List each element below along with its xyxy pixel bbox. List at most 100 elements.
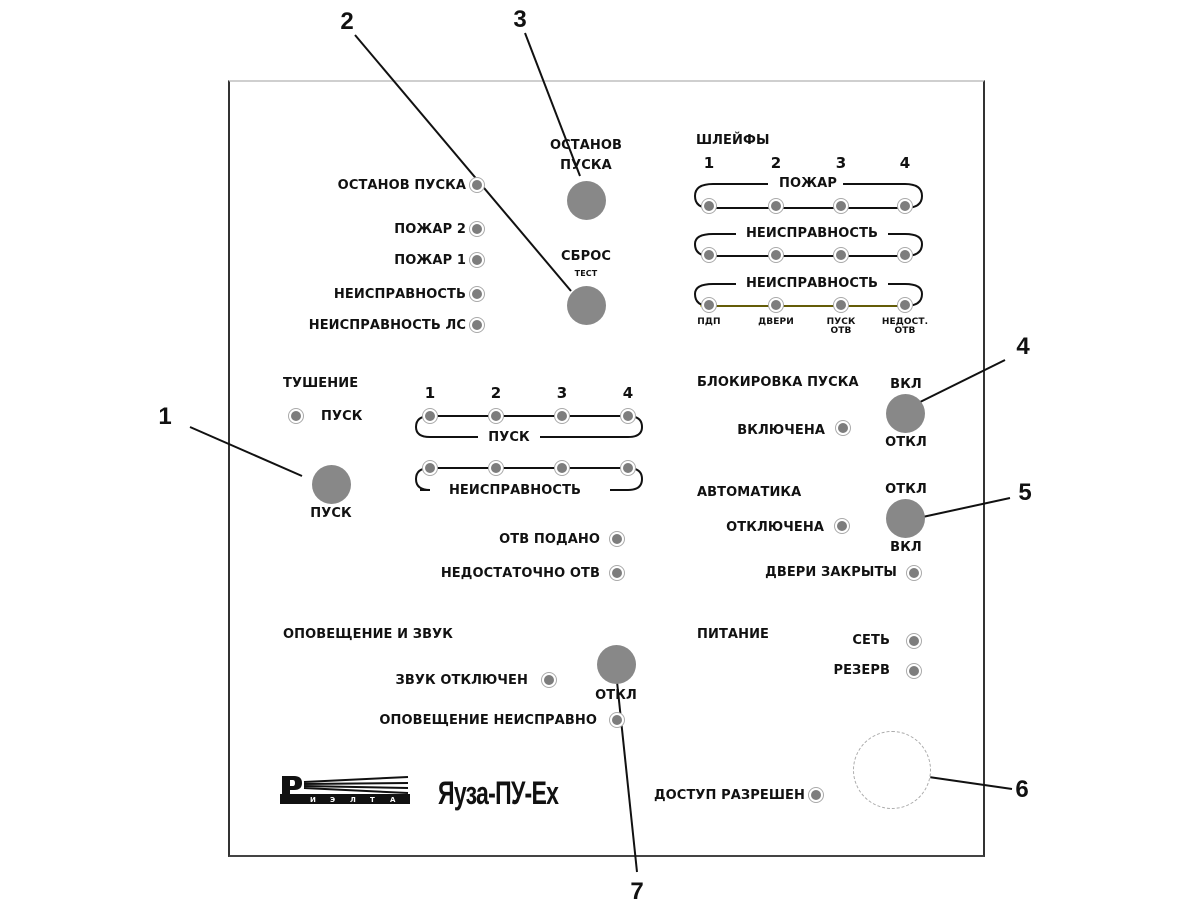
reset-test-label: ТЕСТ — [574, 269, 598, 278]
callout-3: 3 — [513, 6, 527, 33]
label-fire-2: ПОЖАР 2 — [394, 222, 466, 237]
callout-line-3 — [524, 32, 581, 177]
ext-number-4: 4 — [622, 384, 634, 402]
label-otv-supplied: ОТВ ПОДАНО — [499, 532, 600, 547]
led-insufficient-otv — [897, 297, 913, 313]
automatic-button[interactable] — [885, 498, 925, 538]
reset-button[interactable] — [566, 285, 606, 325]
label-fire-1: ПОЖАР 1 — [394, 253, 466, 268]
loop-row-fault-label: НЕИСПРАВНОСТЬ — [739, 227, 885, 240]
led-otv-insufficient — [609, 565, 625, 581]
svg-text:Т: Т — [370, 796, 375, 804]
start-button-label: ПУСК — [310, 506, 352, 521]
stop-start-button[interactable] — [566, 180, 606, 220]
sound-off-button[interactable] — [596, 644, 636, 684]
led-loop-fire-4 — [897, 198, 913, 214]
loop-number-3: 3 — [835, 154, 847, 172]
callout-2: 2 — [340, 8, 354, 35]
automatic-on-label: ВКЛ — [890, 540, 922, 555]
led-loop-fault-1 — [701, 247, 717, 263]
label-stop-start: ОСТАНОВ ПУСКА — [337, 178, 466, 193]
label-fault-ls: НЕИСПРАВНОСТЬ ЛС — [308, 318, 466, 333]
label-otv-insufficient: НЕДОСТАТОЧНО ОТВ — [440, 566, 600, 581]
label-automatic-disabled: ОТКЛЮЧЕНА — [726, 520, 824, 535]
svg-text:И: И — [310, 796, 316, 804]
led-ext-start-3 — [554, 408, 570, 424]
loop-number-4: 4 — [899, 154, 911, 172]
ext-number-3: 3 — [556, 384, 568, 402]
block-start-on-label: ВКЛ — [890, 377, 922, 392]
loops-title: ШЛЕЙФЫ — [696, 133, 770, 148]
power-title: ПИТАНИЕ — [697, 627, 770, 642]
callout-5: 5 — [1018, 479, 1032, 506]
label-start-otv: ПУСК ОТВ — [826, 317, 856, 337]
led-doors — [768, 297, 784, 313]
callout-line-7 — [615, 671, 638, 873]
led-fault — [469, 286, 485, 302]
led-fire-1 — [469, 252, 485, 268]
led-ext-start-2 — [488, 408, 504, 424]
sound-off-button-label: ОТКЛ — [595, 688, 637, 703]
led-loop-fire-3 — [833, 198, 849, 214]
label-fault: НЕИСПРАВНОСТЬ — [333, 287, 466, 302]
label-pdp: ПДП — [697, 317, 721, 327]
loop-bracket-fire — [693, 183, 924, 209]
stop-start-label-1: ОСТАНОВ — [549, 138, 623, 153]
led-pdp — [701, 297, 717, 313]
label-sound-off: ЗВУК ОТКЛЮЧЕН — [395, 673, 528, 688]
touch-memory-reader[interactable] — [853, 731, 931, 809]
led-loop-fault-4 — [897, 247, 913, 263]
label-extinguish-start: ПУСК — [321, 409, 363, 424]
reset-label: СБРОС — [560, 249, 612, 264]
stop-start-label-2: ПУСКА — [560, 158, 612, 173]
svg-text:А: А — [390, 796, 396, 804]
led-ext-fault-2 — [488, 460, 504, 476]
callout-line-1 — [189, 426, 303, 477]
loop-number-1: 1 — [703, 154, 715, 172]
loop-row-fault2-label: НЕИСПРАВНОСТЬ — [739, 277, 885, 290]
extinguish-title: ТУШЕНИЕ — [283, 376, 359, 391]
led-ext-fault-3 — [554, 460, 570, 476]
callout-line-5 — [917, 497, 1011, 519]
led-power-reserve — [906, 663, 922, 679]
led-automatic-disabled — [834, 518, 850, 534]
svg-text:Л: Л — [350, 796, 356, 804]
ext-row-start-label: ПУСК — [482, 431, 536, 444]
label-access-granted: ДОСТУП РАЗРЕШЕН — [653, 788, 805, 803]
led-extinguish-start — [288, 408, 304, 424]
label-doors: ДВЕРИ — [758, 317, 794, 327]
automatic-off-label: ОТКЛ — [885, 482, 927, 497]
block-start-off-label: ОТКЛ — [885, 435, 927, 450]
callout-6: 6 — [1015, 776, 1029, 803]
led-loop-fire-2 — [768, 198, 784, 214]
svg-text:Э: Э — [330, 796, 335, 804]
led-ext-start-4 — [620, 408, 636, 424]
block-start-button[interactable] — [885, 393, 925, 433]
led-loop-fire-1 — [701, 198, 717, 214]
led-loop-fault-3 — [833, 247, 849, 263]
loop-number-2: 2 — [770, 154, 782, 172]
callout-1: 1 — [158, 403, 172, 430]
alarm-title: ОПОВЕЩЕНИЕ И ЗВУК — [283, 627, 453, 642]
led-stop-start — [469, 177, 485, 193]
label-block-enabled: ВКЛЮЧЕНА — [737, 423, 825, 438]
led-ext-start-1 — [422, 408, 438, 424]
start-button[interactable] — [311, 464, 351, 504]
loop-bracket-fault — [693, 233, 924, 257]
led-fault-ls — [469, 317, 485, 333]
led-alarm-fault — [609, 712, 625, 728]
led-doors-closed — [906, 565, 922, 581]
led-loop-fault-2 — [768, 247, 784, 263]
label-insufficient-otv: НЕДОСТ. ОТВ — [881, 317, 929, 337]
model-name: Яуза-ПУ-Ех — [438, 775, 559, 811]
automatic-title: АВТОМАТИКА — [697, 485, 802, 500]
ext-number-2: 2 — [490, 384, 502, 402]
ext-number-1: 1 — [424, 384, 436, 402]
led-ext-fault-1 — [422, 460, 438, 476]
device-front-panel — [228, 80, 985, 857]
led-otv-supplied — [609, 531, 625, 547]
callout-line-2 — [354, 34, 572, 292]
led-fire-2 — [469, 221, 485, 237]
